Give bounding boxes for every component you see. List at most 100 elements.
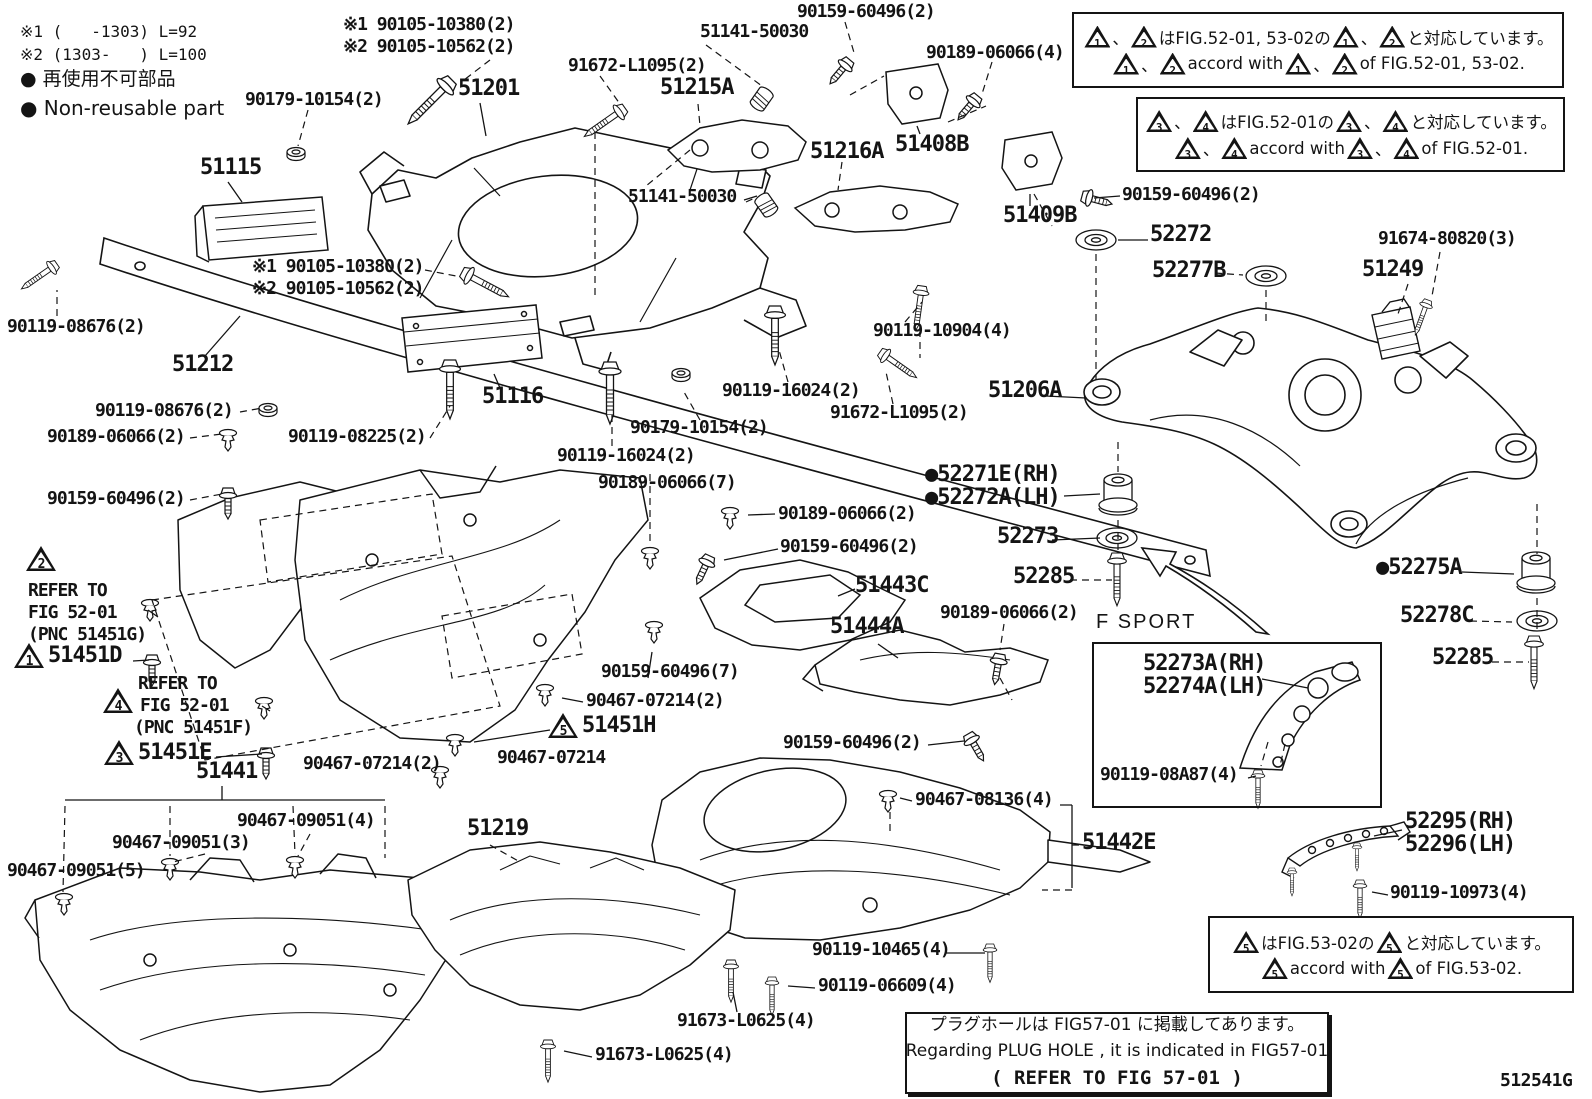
triangle-marker: 2	[1130, 25, 1157, 50]
part-label-text: 51409B	[1003, 203, 1077, 228]
part-label: 51249	[1362, 259, 1424, 281]
part-label: 51201	[458, 76, 520, 101]
part-label-text: 91673-L0625(4)	[595, 1044, 734, 1065]
note-nonreusable-jp: ● 再使用不可部品	[20, 68, 176, 91]
part-label-text: REFER TO	[28, 580, 108, 601]
part-label-text: 91673-L0625(4)	[677, 1010, 816, 1031]
triangle-marker: 1	[1084, 25, 1111, 50]
legend-text: of FIG.52-01.	[1421, 138, 1529, 158]
legend-text: はFIG.52-01, 53-02の	[1158, 28, 1331, 48]
legend-text: 、	[1141, 55, 1158, 75]
part-label: 51444A	[830, 614, 904, 639]
triangle-marker: 2	[1159, 52, 1186, 77]
part-label-text: 52296(LH)	[1405, 832, 1516, 857]
part-label: REFER TO	[28, 580, 108, 601]
part-label-text: 51206A	[988, 378, 1062, 403]
part-label: 52272	[1150, 224, 1212, 246]
legend-text: 、	[1174, 113, 1191, 132]
part-label: ●52275A	[1376, 557, 1463, 579]
part-label-text: 52278C	[1400, 603, 1474, 628]
part-label: F SPORT	[1096, 612, 1196, 632]
part-label: 91673-L0625(4)	[595, 1044, 734, 1065]
part-label-text: 52285	[1432, 645, 1494, 670]
part-label-text: 90119-08676(2)	[7, 316, 146, 337]
part-label-text: ※2 90105-10562(2)	[343, 36, 515, 57]
part-label-text: 51444A	[830, 614, 904, 639]
lower-bar-51212	[99, 236, 1211, 578]
part-label-text: 90159-60496(2)	[780, 536, 919, 557]
part-label-text: 90189-06066(7)	[598, 472, 737, 493]
part-label-text: 90189-06066(2)	[47, 426, 186, 447]
part-label-text: 90189-06066(2)	[778, 503, 917, 524]
part-label: 52277B	[1152, 258, 1226, 283]
part-label: 90119-16024(2)	[557, 447, 696, 465]
part-label: 51408B	[895, 132, 969, 157]
part-label: 90119-10465(4)	[812, 941, 951, 959]
part-label: 90189-06066(2)	[778, 503, 917, 524]
part-label-text: ※1 90105-10380(2)	[343, 14, 515, 35]
fsport-plate-52273A	[1238, 661, 1362, 771]
part-label: 52273A(RH)	[1143, 651, 1266, 676]
cover-51219	[407, 841, 736, 1011]
triangle-marker: 1	[14, 643, 44, 669]
part-label-text: 51141-50030	[700, 21, 809, 42]
notes-block: ※1 ( -1303) L=92 ※2 (1303- ) L=100 ● 再使用…	[20, 20, 224, 123]
part-label-text: 51408B	[895, 132, 969, 157]
part-label-text: 90467-08136(4)	[915, 789, 1054, 810]
triangle-marker: 3	[1174, 137, 1201, 161]
note-size-1: ※1 ( -1303) L=92	[20, 22, 198, 41]
cover-51442E	[651, 757, 1151, 941]
part-label-text: FIG 52-01	[28, 602, 118, 623]
plug-note-jp: プラグホールは FIG57-01 に掲載してあります。	[929, 1015, 1305, 1036]
part-label: ※1 90105-10380(2)	[252, 258, 424, 276]
fsport-frame	[1092, 642, 1382, 808]
part-label: 90467-07214	[497, 749, 606, 767]
part-label: REFER TO	[138, 673, 218, 694]
part-label-text: 90189-06066(2)	[940, 602, 1079, 623]
part-label: 52296(LH)	[1405, 832, 1516, 857]
part-label-text: 90119-08A87(4)	[1100, 764, 1239, 785]
part-label-text: 51212	[172, 352, 234, 377]
plug-note-refer: ( REFER TO FIG 57-01 )	[991, 1067, 1243, 1090]
part-label: 90467-08136(4)	[915, 789, 1054, 810]
part-label-text: 52273A(RH)	[1143, 651, 1266, 676]
part-label: (PNC 51451F)	[134, 719, 253, 737]
triangle-marker: 2	[26, 546, 56, 572]
part-label: 90159-60496(2)	[1122, 186, 1261, 204]
part-label-text: 51116	[482, 384, 544, 409]
part-label: 51212	[172, 352, 234, 377]
part-label-text: 52277B	[1152, 258, 1226, 283]
legend-text: 、	[1360, 28, 1378, 48]
part-label: 90119-10973(4)	[1390, 884, 1529, 902]
part-label-text: 90119-06609(4)	[818, 975, 957, 996]
part-label: 52278C	[1400, 603, 1474, 628]
part-label: ※2 90105-10562(2)	[343, 36, 515, 57]
part-label-text: REFER TO	[138, 673, 218, 694]
leader-lines	[56, 21, 1538, 1058]
part-label: 51115	[200, 157, 262, 179]
legend-text: はFIG.53-02の	[1261, 934, 1375, 953]
legend-text: accord with	[1289, 958, 1386, 978]
sensor-51249	[1371, 298, 1421, 360]
part-label-text: 51201	[458, 76, 520, 101]
part-label-text: 90467-09051(4)	[237, 810, 376, 831]
part-label-text: 90159-60496(2)	[47, 488, 186, 509]
triangle-marker: 2	[1331, 52, 1358, 77]
legend-text: はFIG.52-01の	[1220, 113, 1334, 132]
part-label: ●52271E(RH)	[925, 464, 1061, 486]
part-label: 91674-80820(3)	[1378, 230, 1517, 248]
legend-text: と対応しています。	[1410, 113, 1557, 132]
part-label: 4	[103, 688, 133, 714]
part-label-text: 90189-06066(4)	[926, 42, 1065, 63]
part-label: 51441	[196, 761, 258, 783]
legend-text: 、	[1202, 140, 1220, 159]
triangle-marker: 1	[1285, 52, 1312, 77]
arm-52295	[1281, 821, 1411, 879]
